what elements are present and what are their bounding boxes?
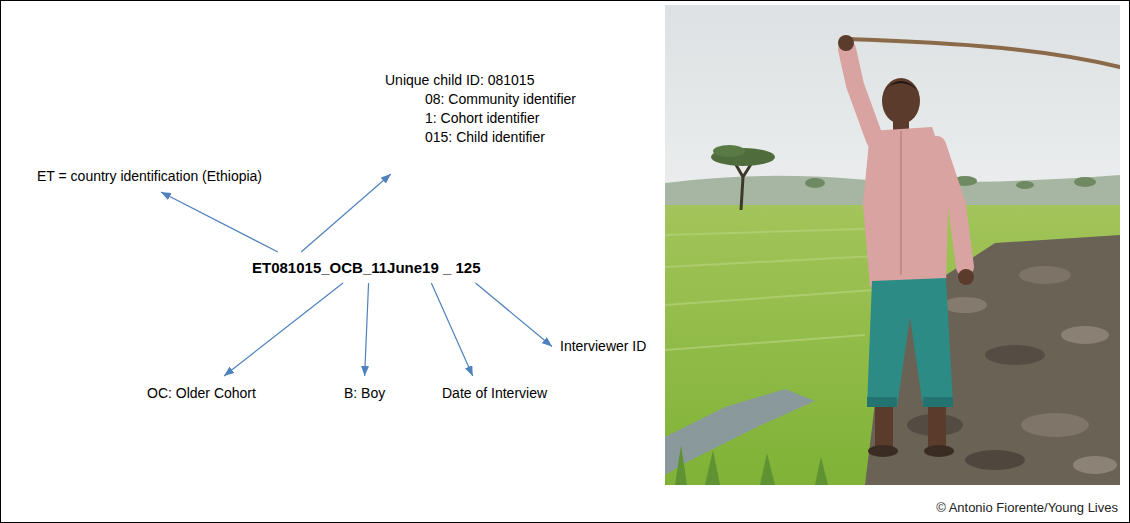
- photo-credit: © Antonio Fiorente/Young Lives: [936, 500, 1118, 516]
- pointer-arrow: [431, 283, 472, 376]
- code-part-label: Interviewer ID: [558, 336, 648, 357]
- code-part-label: ET = country identification (Ethiopia): [35, 166, 264, 187]
- node-text: ET081015_OCB_11June19 _ 125: [252, 258, 481, 277]
- grass-tufts: [675, 445, 828, 485]
- photo-illustration: [665, 5, 1120, 485]
- node-subtext: 1: Cohort identifier: [425, 109, 576, 128]
- node-text: Unique child ID: 081015: [385, 71, 576, 90]
- water-channel: [665, 389, 815, 475]
- node-subtext: 015: Child identifier: [425, 128, 576, 147]
- code-part-label: OC: Older Cohort: [145, 383, 258, 404]
- node-text: OC: Older Cohort: [147, 384, 256, 403]
- pointer-arrow: [224, 283, 343, 376]
- node-subtext: 08: Community identifier: [425, 90, 576, 109]
- node-text: B: Boy: [344, 384, 385, 403]
- code-part-label: Date of Interview: [440, 383, 549, 404]
- id-breakdown: Unique child ID: 08101508: Community ide…: [383, 70, 578, 148]
- acacia-tree: [711, 145, 775, 210]
- boy-figure: [838, 35, 1120, 457]
- pointer-arrow: [365, 283, 369, 376]
- node-text: ET = country identification (Ethiopia): [37, 167, 262, 186]
- pointer-arrow: [476, 283, 552, 347]
- code-part-label: B: Boy: [342, 383, 387, 404]
- node-text: Interviewer ID: [560, 337, 646, 356]
- file-code: ET081015_OCB_11June19 _ 125: [250, 257, 483, 278]
- pointer-arrow: [301, 174, 391, 252]
- pointer-arrow: [161, 192, 278, 252]
- node-text: Date of Interview: [442, 384, 547, 403]
